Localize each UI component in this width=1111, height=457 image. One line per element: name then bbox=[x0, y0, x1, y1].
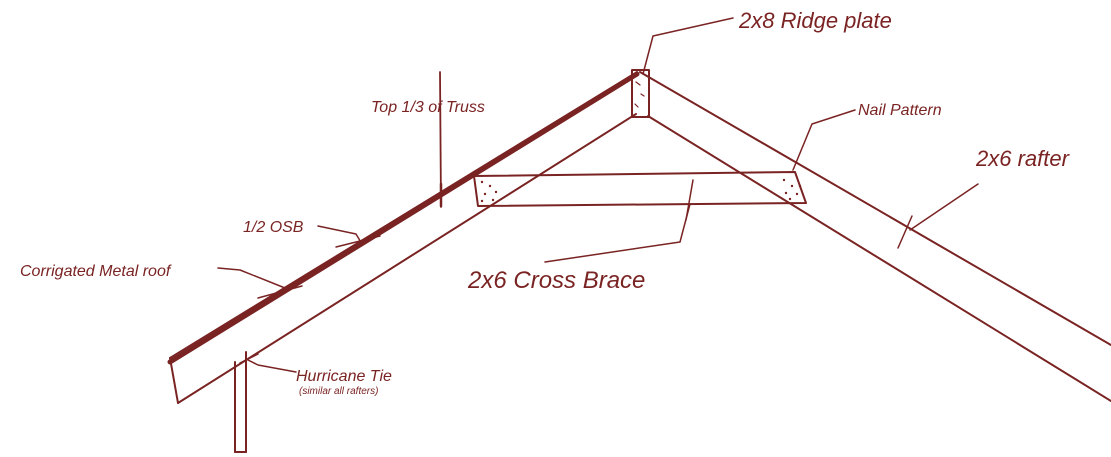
left-rafter-bottom-edge bbox=[177, 113, 637, 404]
ridge-plate bbox=[631, 69, 650, 118]
corrugated-metal-roof bbox=[167, 71, 640, 365]
ridge-plate-block bbox=[631, 69, 650, 118]
metal-roof-label: Corrigated Metal roof bbox=[20, 263, 172, 280]
metal-roof-leader bbox=[217, 267, 291, 291]
osb-label: 1/2 OSB bbox=[243, 219, 304, 236]
nail-pattern-label: Nail Pattern bbox=[858, 102, 942, 119]
osb-tick bbox=[335, 235, 381, 248]
osb-leader bbox=[317, 225, 363, 245]
cross-brace bbox=[473, 171, 807, 207]
cross-brace-leader bbox=[544, 203, 691, 263]
right-rafter bbox=[639, 71, 1111, 402]
cross-brace-nail-pattern-right bbox=[782, 178, 802, 201]
metal-roof-tick bbox=[257, 285, 303, 299]
hurricane-tie-tick bbox=[239, 353, 259, 364]
rafter-label: 2x6 rafter bbox=[975, 146, 1071, 171]
left-rafter-end-cut bbox=[169, 357, 179, 404]
top-third-marker bbox=[439, 71, 443, 208]
right-rafter-bottom-edge bbox=[647, 115, 1111, 402]
leader-lines bbox=[217, 17, 979, 373]
right-rafter-top-edge bbox=[639, 71, 1111, 346]
nail-pattern-leader bbox=[792, 109, 856, 171]
cross-brace-label: 2x6 Cross Brace bbox=[467, 267, 645, 294]
hurricane-tie-label: Hurricane Tie bbox=[296, 368, 392, 385]
rafter-tick bbox=[897, 215, 913, 249]
rafter-leader bbox=[909, 183, 979, 231]
cross-brace-nail-pattern-left bbox=[480, 180, 498, 203]
wall-post bbox=[234, 351, 247, 453]
ridge-plate-leader bbox=[642, 17, 734, 75]
cross-brace-tick bbox=[685, 179, 694, 221]
left-rafter bbox=[169, 71, 638, 404]
hurricane-tie-note: (similar all rafters) bbox=[299, 386, 378, 397]
top-third-label: Top 1/3 of Truss bbox=[371, 99, 485, 116]
ridge-plate-label: 2x8 Ridge plate bbox=[738, 8, 892, 33]
hurricane-tie-leader bbox=[245, 358, 297, 373]
cross-brace-board bbox=[473, 171, 807, 207]
ridge-plate-nails bbox=[634, 81, 645, 108]
